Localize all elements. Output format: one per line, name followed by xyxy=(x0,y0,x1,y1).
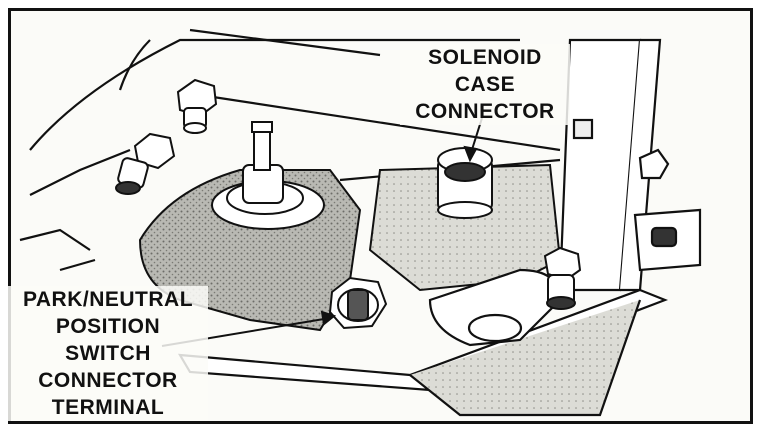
solenoid-case-connector xyxy=(437,147,493,219)
lower-bolt xyxy=(115,132,176,195)
pan-bolt xyxy=(543,246,582,310)
solenoid-label-line-1: SOLENOID xyxy=(428,46,542,69)
solenoid-label-line-3: CONNECTOR xyxy=(415,100,555,123)
oil-pan-flange xyxy=(177,268,669,417)
upper-bolt xyxy=(176,78,218,134)
park-label-line-4: CONNECTOR xyxy=(38,369,178,392)
manual-shaft xyxy=(211,121,325,230)
park-neutral-switch xyxy=(328,276,388,330)
park-label-line-5: TERMINAL xyxy=(51,396,165,419)
park-label-line-2: POSITION xyxy=(55,315,161,338)
solenoid-case-connector-label: SOLENOID CASE CONNECTOR xyxy=(400,44,570,125)
solenoid-label-line-2: CASE xyxy=(454,73,516,96)
park-neutral-switch-label: PARK/NEUTRAL POSITION SWITCH CONNECTOR T… xyxy=(8,286,208,421)
park-label-line-3: SWITCH xyxy=(65,342,151,365)
valve-body-bracket xyxy=(558,38,702,292)
park-label-line-1: PARK/NEUTRAL xyxy=(22,288,194,311)
